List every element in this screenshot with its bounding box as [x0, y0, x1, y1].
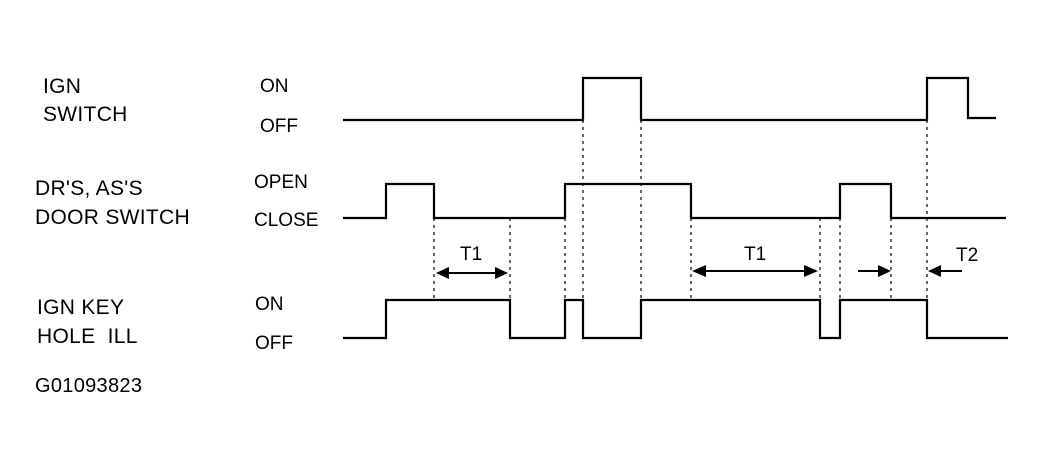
- key-hole-ill-off-state: OFF: [255, 333, 293, 354]
- t1-first-arrow: [436, 267, 508, 279]
- figure-id: G01093823: [35, 375, 143, 397]
- key-hole-ill-on-state: ON: [255, 294, 284, 315]
- ign-switch-label-line2: SWITCH: [43, 103, 128, 126]
- timing-guides: [433, 120, 928, 338]
- t1-second-label: T1: [744, 244, 767, 265]
- t1-second-arrow: [692, 265, 818, 277]
- ign-switch-on-state: ON: [260, 76, 289, 97]
- door-switch-waveform: [343, 182, 1006, 220]
- t2-arrows: [858, 265, 962, 277]
- t2-label: T2: [956, 245, 979, 266]
- key-hole-ill-waveform: [343, 298, 1008, 340]
- t1-first-label: T1: [460, 244, 483, 265]
- ign-switch-label-line1: IGN: [43, 75, 82, 98]
- ign-switch-waveform: [343, 76, 996, 122]
- door-switch-label-line1: DR'S, AS'S: [35, 177, 143, 200]
- door-switch-label-line2: DOOR SWITCH: [35, 206, 190, 229]
- ign-switch-off-state: OFF: [260, 116, 298, 137]
- door-switch-close-state: CLOSE: [254, 210, 319, 231]
- door-switch-open-state: OPEN: [254, 172, 308, 193]
- key-hole-ill-label-line2: HOLE ILL: [37, 325, 138, 348]
- key-hole-ill-label-line1: IGN KEY: [37, 296, 125, 319]
